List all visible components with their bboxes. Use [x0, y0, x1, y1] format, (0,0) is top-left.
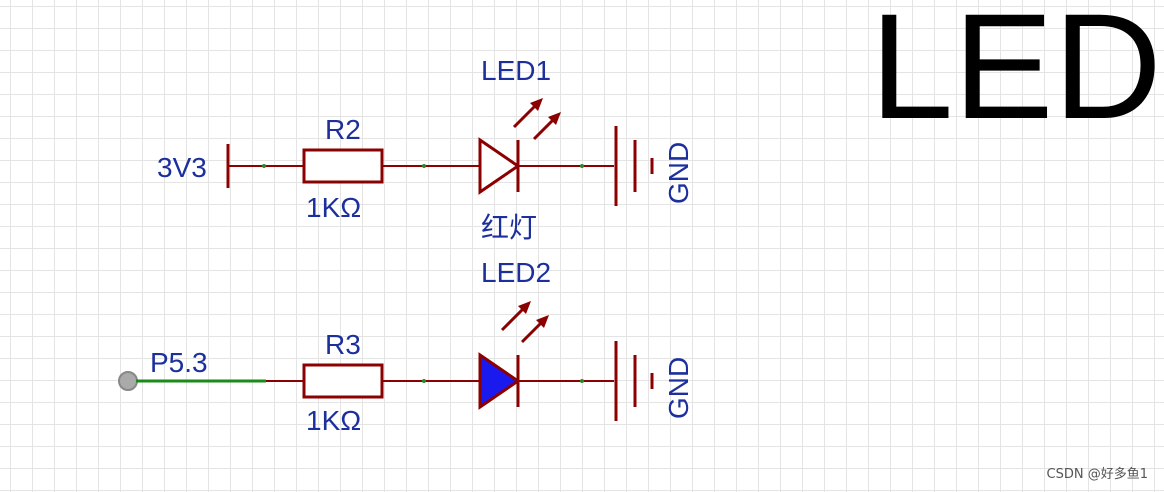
emission-arrow-head [518, 301, 531, 314]
source-label: 3V3 [157, 152, 207, 183]
resistor-r3 [302, 363, 384, 399]
watermark: CSDN @好多鱼1 [1047, 466, 1148, 482]
emission-arrow-head [548, 112, 561, 125]
led2-diode-symbol[interactable] [478, 352, 521, 410]
led-ref: LED2 [481, 257, 551, 288]
net-port[interactable] [118, 371, 138, 391]
emission-arrow-head [530, 98, 543, 111]
resistor-value: 1KΩ [306, 192, 361, 223]
emission-arrow-head [536, 315, 549, 328]
resistor-ref: R2 [325, 114, 361, 145]
led1-diode-symbol [478, 137, 521, 195]
led-ref: LED1 [481, 55, 551, 86]
junction-dot [422, 379, 426, 383]
circuit-2: P5.3 R3 1KΩ LED2 GND [118, 257, 694, 436]
resistor-ref: R3 [325, 329, 361, 360]
source-label: P5.3 [150, 347, 208, 378]
junction-dot [580, 164, 584, 168]
resistor-r2 [302, 148, 384, 184]
resistor-value: 1KΩ [306, 405, 361, 436]
ground-label: GND [663, 357, 694, 419]
circuit-1: 3V3 R2 1KΩ LED1 红灯 GND [157, 55, 694, 243]
page-title: LED [870, 0, 1162, 150]
junction-dot [422, 164, 426, 168]
ground-label: GND [663, 142, 694, 204]
led-desc: 红灯 [481, 212, 537, 243]
junction-dot [262, 164, 266, 168]
junction-dot [580, 379, 584, 383]
